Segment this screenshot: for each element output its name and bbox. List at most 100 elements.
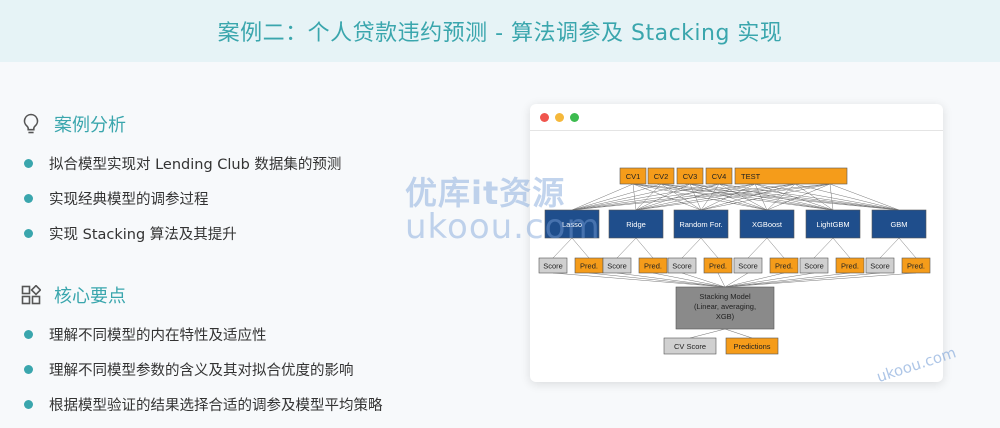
cv-score-box-label: CV Score: [674, 342, 706, 351]
page-title: 案例二：个人贷款违约预测 - 算法调参及 Stacking 实现: [217, 21, 783, 46]
connector-line: [635, 183, 691, 211]
connector-line: [724, 272, 917, 288]
connector-line: [829, 183, 834, 211]
watermark: 优库it资源 ukoou.com: [405, 176, 601, 244]
pred-box-label: Pred.: [775, 262, 793, 271]
connector-line: [754, 183, 900, 211]
list-item-text: 理解不同模型的内在特性及适应性: [49, 328, 267, 344]
model-box: [544, 209, 600, 239]
stacking-model-label: XGB): [716, 312, 735, 321]
predictions-box-label: Predictions: [733, 342, 770, 351]
connector-line: [747, 237, 768, 259]
score-box-label: Score: [607, 262, 627, 271]
pred-box-label: Pred.: [580, 262, 598, 271]
connector-line: [552, 237, 573, 259]
connector-line: [571, 183, 634, 211]
connector-line: [571, 237, 590, 259]
list-item: 实现 Stacking 算法及其提升: [20, 216, 341, 251]
connector-line: [689, 183, 900, 211]
section-key-points: 核心要点 理解不同模型的内在特性及适应性 理解不同模型参数的含义及其对拟合优度的…: [20, 281, 383, 422]
fold-box: [676, 167, 704, 185]
connector-line: [689, 183, 834, 211]
connector-line: [898, 237, 917, 259]
score-box: [733, 257, 763, 274]
fold-box-label: CV2: [654, 172, 669, 181]
list-item: 实现经典模型的调参过程: [20, 181, 341, 216]
bullet-dot: [24, 330, 33, 339]
connector-line: [635, 183, 720, 211]
connector-line: [616, 272, 726, 288]
fold-box: [647, 167, 675, 185]
pred-box: [835, 257, 865, 274]
bullet-dot: [24, 159, 33, 168]
connector-line: [718, 183, 768, 211]
connector-line: [571, 183, 662, 211]
bullet-dot: [24, 194, 33, 203]
section-header: 案例分析: [20, 110, 341, 138]
score-box-label: Score: [804, 262, 824, 271]
window-titlebar: [530, 104, 943, 130]
connector-line: [681, 272, 726, 288]
model-box-label: Ridge: [626, 220, 646, 229]
score-box: [667, 257, 697, 274]
connector-line: [832, 237, 851, 259]
close-dot-icon: [540, 112, 549, 122]
predictions-box: [725, 337, 779, 355]
connector-line: [829, 183, 900, 211]
connector-line: [652, 272, 726, 288]
minimize-dot-icon: [555, 112, 564, 122]
connector-line: [879, 237, 900, 259]
connector-line: [724, 272, 785, 288]
connector-line: [724, 272, 881, 288]
model-box-label: GBM: [890, 220, 907, 229]
model-box: [608, 209, 664, 239]
connector-line: [718, 183, 834, 211]
bullet-list: 拟合模型实现对 Lending Club 数据集的预测 实现经典模型的调参过程 …: [20, 146, 341, 251]
score-box: [602, 257, 632, 274]
connector-line: [724, 328, 753, 339]
score-box-label: Score: [738, 262, 758, 271]
watermark-line1: 优库it资源: [405, 174, 566, 212]
connector-line: [632, 183, 768, 211]
pred-box: [638, 257, 668, 274]
model-box: [871, 209, 927, 239]
test-box-label: TEST: [741, 172, 761, 181]
connector-line: [718, 183, 900, 211]
bullet-dot: [24, 229, 33, 238]
grid-icon: [20, 284, 42, 306]
fold-box: [705, 167, 733, 185]
model-box-label: Lasso: [562, 220, 582, 229]
section-title: 案例分析: [54, 115, 126, 136]
fold-box-label: CV4: [712, 172, 727, 181]
list-item-text: 根据模型验证的结果选择合适的调参及模型平均策略: [49, 398, 383, 414]
pred-box-label: Pred.: [644, 262, 662, 271]
connector-line: [632, 183, 834, 211]
list-item-text: 拟合模型实现对 Lending Club 数据集的预测: [49, 157, 342, 173]
model-box-label: LightGBM: [816, 220, 849, 229]
connector-line: [616, 237, 637, 259]
pred-box: [901, 257, 931, 274]
connector-line: [588, 272, 726, 288]
connector-line: [632, 183, 702, 211]
connector-line: [724, 272, 749, 288]
connector-line: [552, 272, 726, 288]
section-header: 核心要点: [20, 281, 383, 309]
pred-box-label: Pred.: [841, 262, 859, 271]
model-box: [673, 209, 729, 239]
test-box: [734, 167, 848, 185]
model-box: [739, 209, 795, 239]
connector-line: [766, 237, 785, 259]
model-box-label: XGBoost: [752, 220, 783, 229]
connector-line: [635, 237, 654, 259]
connector-line: [689, 183, 702, 211]
score-box: [538, 257, 568, 274]
score-box-label: Score: [543, 262, 563, 271]
list-item: 理解不同模型的内在特性及适应性: [20, 317, 383, 352]
connector-line: [632, 183, 637, 211]
lightbulb-icon: [20, 113, 42, 135]
stacking-model-label: (Linear, averaging,: [694, 302, 756, 311]
cv-score-box: [663, 337, 717, 355]
list-item: 拟合模型实现对 Lending Club 数据集的预测: [20, 146, 341, 181]
